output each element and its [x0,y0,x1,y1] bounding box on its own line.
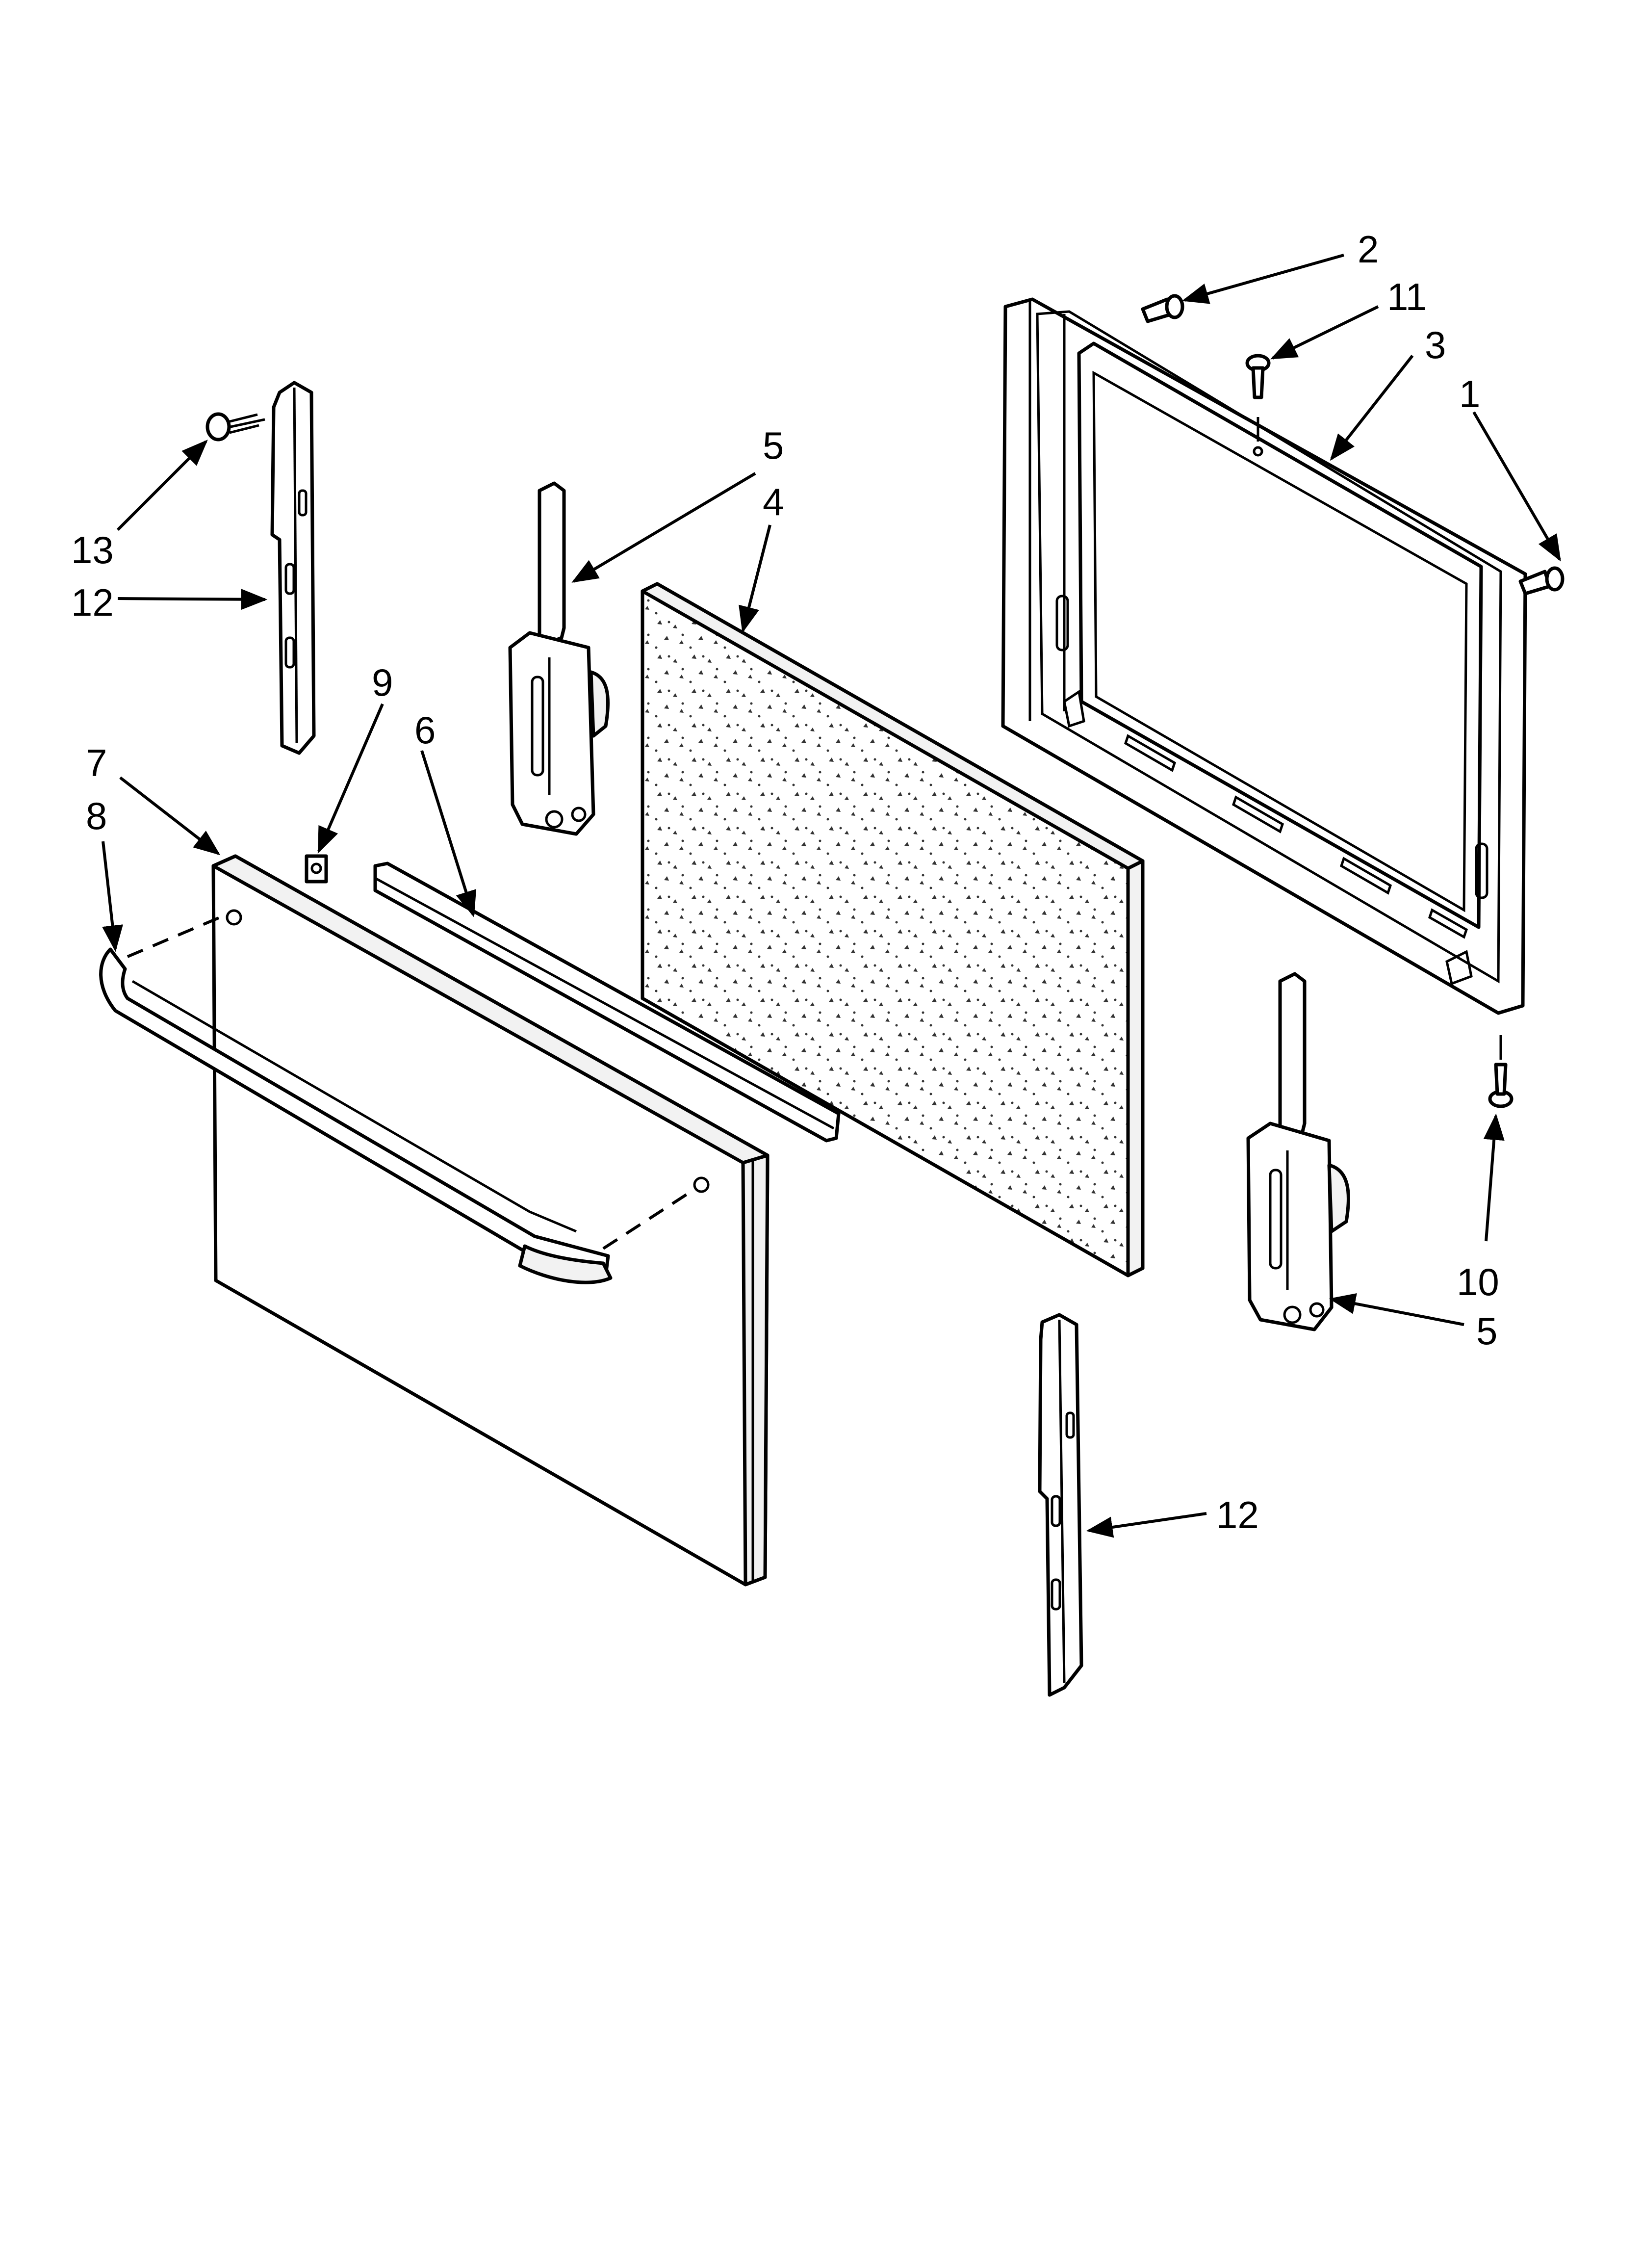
leader-3 [1330,355,1414,461]
leader-10 [1483,1113,1505,1242]
callout-5-lower: 5 [1476,1309,1497,1353]
screw-part-1[interactable] [1518,566,1565,596]
handle-assembly-line-left [127,913,227,958]
hinge-receiver-part-12-lower[interactable] [1038,1313,1083,1697]
leader-5-lower [1329,1293,1464,1326]
leader-6 [420,750,477,918]
screw-part-2[interactable] [1141,294,1184,323]
screw-part-13[interactable] [205,412,265,442]
callout-12-upper: 12 [71,581,114,624]
callout-10: 10 [1457,1260,1499,1303]
door-frame-part-3[interactable] [1001,297,1527,1015]
door-handle-part-8[interactable] [99,947,613,1284]
leader-7 [119,776,221,856]
hinge-receiver-part-12-upper[interactable] [270,381,316,755]
callout-12-lower: 12 [1216,1493,1259,1537]
callout-9: 9 [372,661,393,704]
hinge-assembly-part-5-lower[interactable] [1246,972,1350,1331]
clip-part-9[interactable] [305,854,328,884]
leader-1 [1472,411,1561,562]
hinge-assembly-part-5-upper[interactable] [508,481,610,836]
screw-part-10[interactable] [1488,1035,1514,1108]
callout-1: 1 [1459,372,1480,416]
leader-12-upper [117,589,268,610]
leader-2 [1181,254,1344,304]
leader-5-upper [571,472,756,583]
callout-7: 7 [86,741,107,784]
leader-11 [1270,305,1379,360]
leader-13 [116,440,208,531]
screw-part-11[interactable] [1245,354,1271,457]
insulation-panel-part-4[interactable] [641,582,1145,1277]
handle-assembly-line-right [602,1188,695,1250]
leader-8 [102,841,123,952]
callout-8: 8 [86,794,107,837]
callout-6: 6 [414,708,436,752]
callout-5-upper: 5 [763,424,784,467]
callout-13: 13 [71,528,114,572]
leader-4 [739,524,771,633]
callout-4: 4 [763,480,784,523]
leader-12-lower [1086,1512,1207,1538]
leader-9 [317,703,384,854]
callout-2: 2 [1358,228,1379,271]
trim-strip-part-6[interactable] [373,861,841,1143]
callout-3: 3 [1425,323,1446,366]
callout-11: 11 [1387,275,1427,318]
